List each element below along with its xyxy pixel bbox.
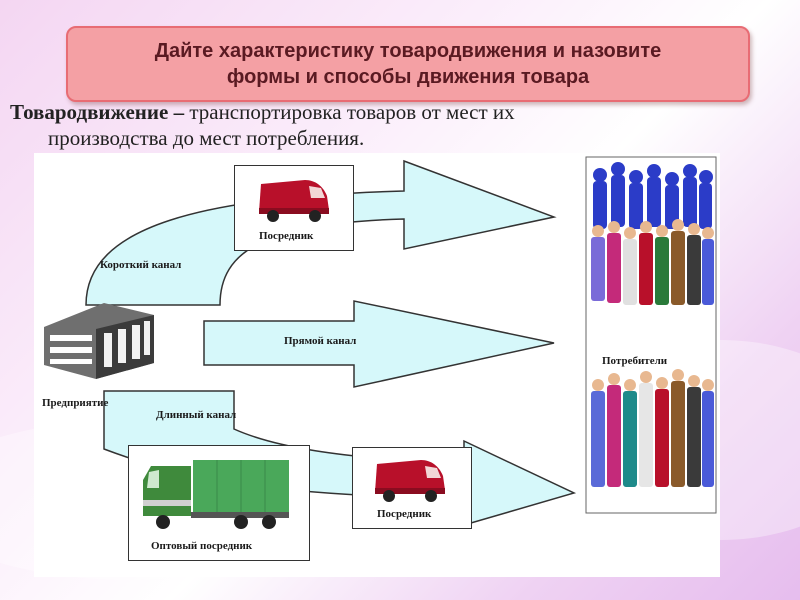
title-box: Дайте характеристику товародвижения и на…	[66, 26, 750, 102]
short-channel-arrow	[85, 159, 557, 306]
definition-line-1: Товародвижение – транспортировка товаров…	[10, 99, 710, 125]
truck-icon	[143, 460, 289, 529]
direct-channel-arrow	[203, 300, 555, 388]
consumers-label: Потребители	[600, 355, 670, 367]
wholesale-intermediary-box: Оптовый посредник	[128, 445, 310, 561]
intermediary-top-label: Посредник	[259, 230, 314, 242]
direct-channel-label: Прямой канал	[284, 335, 357, 347]
long-channel-label: Длинный канал	[156, 409, 237, 421]
definition-dash: –	[168, 100, 190, 124]
definition-term: Товародвижение	[10, 100, 169, 124]
wholesale-intermediary-label: Оптовый посредник	[151, 540, 253, 552]
intermediary-bottom-box: Посредник	[352, 447, 472, 529]
consumers-crowd-icon	[591, 162, 714, 487]
short-channel-label: Короткий канал	[100, 259, 182, 271]
enterprise-label: Предприятие	[42, 397, 109, 409]
definition-text: Товародвижение – транспортировка товаров…	[10, 99, 710, 151]
van-icon	[259, 180, 329, 222]
van-icon	[375, 460, 445, 502]
title-line-2: формы и способы движения товара	[226, 66, 590, 88]
intermediary-top-box: Посредник	[234, 165, 354, 251]
distribution-diagram: Посредник Короткий канал Прямой канал Пр…	[34, 153, 720, 577]
definition-line-2: производства до мест потребления.	[48, 126, 365, 150]
title-line-1: Дайте характеристику товародвижения и на…	[154, 40, 662, 62]
definition-line-1-rest: транспортировка товаров от мест их	[189, 100, 515, 124]
enterprise-building-icon	[44, 303, 154, 379]
intermediary-bottom-label: Посредник	[377, 508, 432, 520]
